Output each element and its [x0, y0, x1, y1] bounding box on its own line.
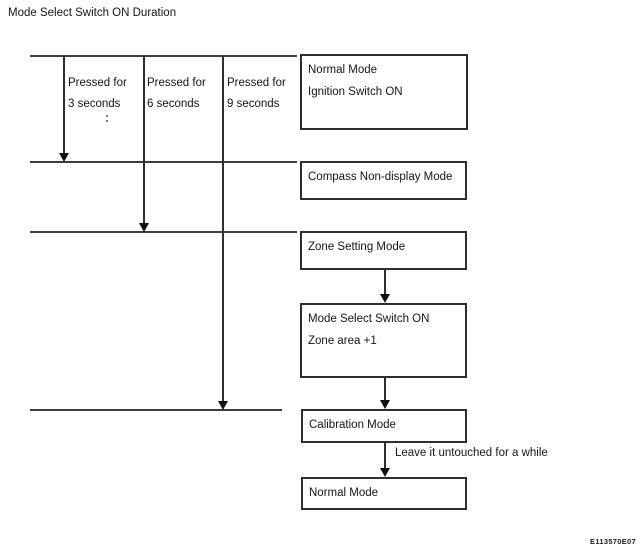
- box-compass-non-display: Compass Non-display Mode: [300, 161, 467, 200]
- press-label-3s-line1: Pressed for: [68, 77, 127, 89]
- press-label-6s-line1: Pressed for: [147, 77, 206, 89]
- duration-arrow-3s-head: [59, 153, 69, 162]
- press-label-3s: Pressed for 3 seconds: [68, 73, 127, 115]
- scan-artifact-dot: [106, 120, 108, 122]
- connector-calibration-to-normal-head: [380, 468, 390, 477]
- press-label-6s: Pressed for 6 seconds: [147, 73, 206, 115]
- timeline-rule-9s: [30, 409, 282, 411]
- box-normal-mode-start-line2: Ignition Switch ON: [308, 86, 403, 98]
- press-label-6s-line2: 6 seconds: [147, 98, 200, 110]
- box-normal-mode-end: Normal Mode: [301, 477, 467, 510]
- diagram-title: Mode Select Switch ON Duration: [8, 7, 177, 19]
- connector-calibration-to-normal-line: [384, 443, 386, 469]
- figure-code: E113570E07: [590, 537, 636, 546]
- leave-untouched-label: Leave it untouched for a while: [395, 447, 548, 459]
- press-label-9s-line1: Pressed for: [227, 77, 286, 89]
- box-mode-select-switch: Mode Select Switch ON Zone area +1: [300, 303, 467, 378]
- connector-modeselect-to-calibration-head: [380, 400, 390, 409]
- connector-zone-to-modeselect-head: [380, 294, 390, 303]
- duration-arrow-9s-line: [222, 56, 224, 403]
- box-normal-mode-start-line1: Normal Mode: [308, 64, 378, 76]
- connector-zone-to-modeselect-line: [384, 270, 386, 296]
- box-mode-select-switch-line1: Mode Select Switch ON: [308, 313, 430, 325]
- box-normal-mode-end-line1: Normal Mode: [309, 487, 379, 499]
- duration-arrow-9s-head: [218, 401, 228, 410]
- box-calibration: Calibration Mode: [301, 409, 467, 443]
- press-label-9s-line2: 9 seconds: [227, 98, 280, 110]
- duration-arrow-3s-line: [63, 56, 65, 155]
- box-compass-non-display-line1: Compass Non-display Mode: [308, 171, 453, 183]
- timeline-rule-3s: [30, 161, 297, 163]
- press-label-3s-line2: 3 seconds: [68, 98, 121, 110]
- duration-arrow-6s-line: [143, 56, 145, 225]
- connector-modeselect-to-calibration-line: [384, 378, 386, 402]
- box-zone-setting-line1: Zone Setting Mode: [308, 241, 406, 253]
- timeline-rule-top: [30, 55, 297, 57]
- box-normal-mode-start: Normal Mode Ignition Switch ON: [300, 54, 468, 130]
- press-label-9s: Pressed for 9 seconds: [227, 73, 286, 115]
- duration-arrow-6s-head: [139, 223, 149, 232]
- box-zone-setting: Zone Setting Mode: [300, 231, 467, 270]
- box-calibration-line1: Calibration Mode: [309, 419, 396, 431]
- box-mode-select-switch-line2: Zone area +1: [308, 335, 377, 347]
- timeline-rule-6s: [30, 231, 297, 233]
- scan-artifact-dot: [106, 115, 108, 117]
